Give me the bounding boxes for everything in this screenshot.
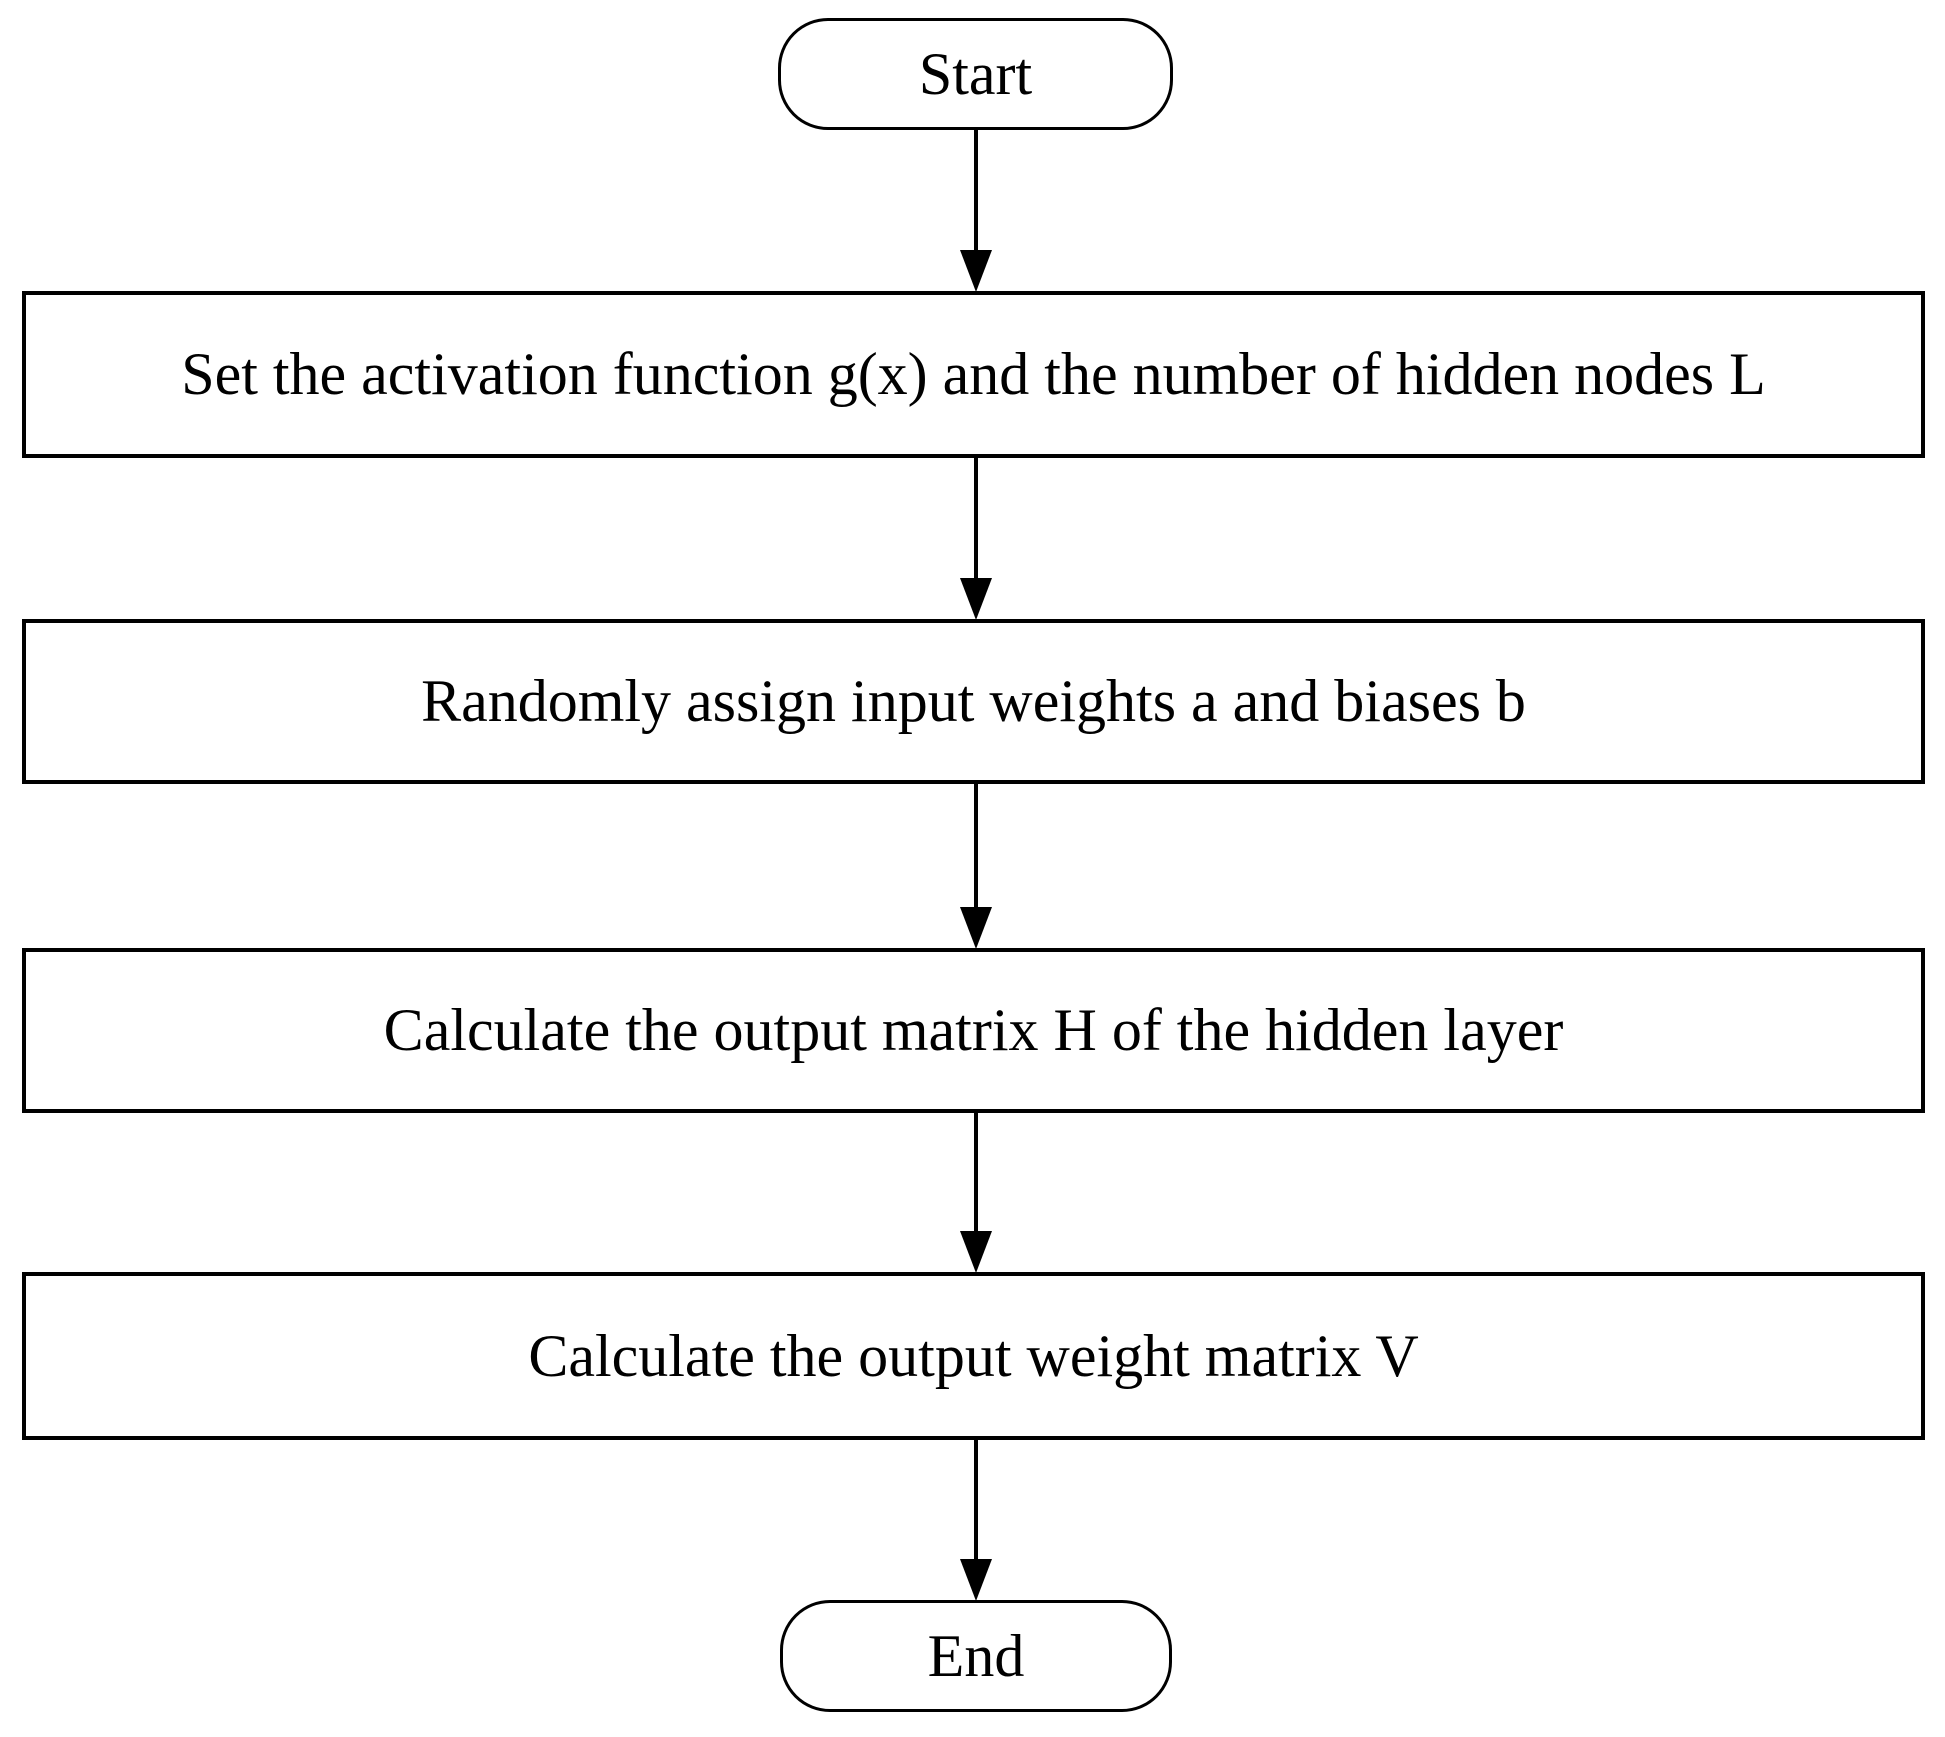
flow-arrow (960, 456, 992, 620)
process-box-calc-output-weight: Calculate the output weight matrix V (22, 1272, 1925, 1440)
arrow-line (974, 782, 978, 908)
flow-arrow (960, 1438, 992, 1601)
process-box-set-activation: Set the activation function g(x) and the… (22, 291, 1925, 458)
process-label: Calculate the output weight matrix V (528, 1322, 1419, 1389)
end-label: End (927, 1623, 1025, 1689)
process-label: Set the activation function g(x) and the… (181, 341, 1766, 407)
start-terminator: Start (778, 18, 1173, 130)
flow-arrow (960, 1111, 992, 1273)
process-box-random-assign: Randomly assign input weights a and bias… (22, 619, 1925, 784)
start-label: Start (918, 41, 1033, 107)
arrowhead-icon (960, 1559, 992, 1601)
arrow-line (974, 456, 978, 579)
arrowhead-icon (960, 250, 992, 292)
arrow-line (974, 1438, 978, 1560)
flow-arrow (960, 782, 992, 949)
process-box-calc-hidden-output: Calculate the output matrix H of the hid… (22, 948, 1925, 1113)
arrowhead-icon (960, 907, 992, 949)
arrow-line (974, 128, 978, 251)
process-label: Randomly assign input weights a and bias… (421, 668, 1526, 734)
arrowhead-icon (960, 1231, 992, 1273)
flow-arrow (960, 128, 992, 292)
arrow-line (974, 1111, 978, 1232)
end-terminator: End (780, 1600, 1172, 1712)
process-label: Calculate the output matrix H of the hid… (383, 997, 1564, 1063)
arrowhead-icon (960, 578, 992, 620)
